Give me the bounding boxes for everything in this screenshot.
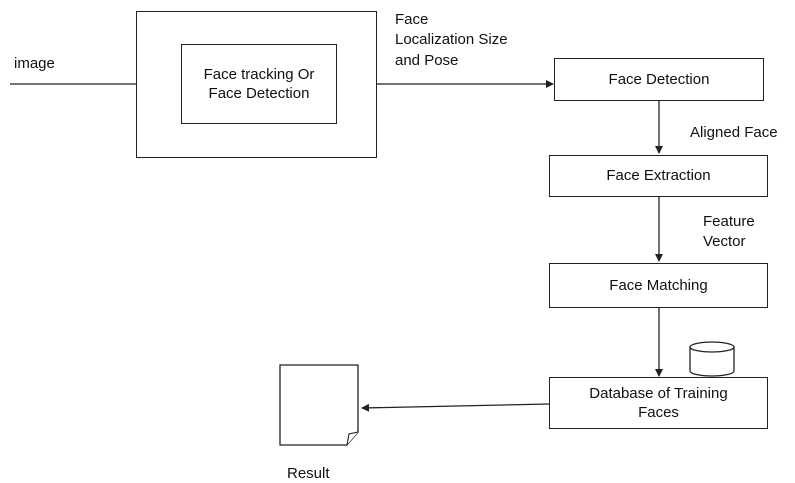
face-matching-label: Face Matching: [609, 276, 708, 294]
localization-label-line1: Face: [395, 11, 429, 28]
face-extraction-label: Face Extraction: [606, 167, 711, 185]
face-tracking-box: Face tracking Or Face Detection: [181, 44, 337, 124]
database-node: Database of Training Faces: [549, 377, 768, 429]
localization-label: Face Localization Size and Pose: [395, 10, 508, 71]
database-cylinder-icon: [689, 341, 735, 377]
face-detection-label: Face Detection: [608, 70, 710, 88]
face-tracking-label-line2: Face Detection: [208, 85, 310, 102]
result-label: Result: [287, 465, 330, 482]
feature-vector-label-line1: Feature: [703, 213, 755, 230]
result-arrow: [361, 403, 550, 412]
localization-label-line2: Localization Size: [395, 31, 508, 49]
outer-detection-box: Face tracking Or Face Detection: [136, 11, 377, 158]
database-label-line2: Faces: [638, 404, 679, 421]
input-label: image: [14, 55, 55, 72]
database-label-line1: Database of Training: [589, 384, 728, 402]
localization-label-line3: and Pose: [395, 51, 459, 69]
face-matching-node: Face Matching: [549, 263, 768, 308]
face-extraction-node: Face Extraction: [549, 155, 768, 197]
aligned-face-label: Aligned Face: [690, 124, 778, 141]
feature-vector-label: Feature Vector: [703, 212, 755, 253]
face-tracking-label-line1: Face tracking Or: [203, 65, 315, 83]
face-detection-node: Face Detection: [554, 58, 764, 101]
feature-vector-label-line2: Vector: [703, 233, 746, 251]
document-icon: [279, 364, 359, 446]
